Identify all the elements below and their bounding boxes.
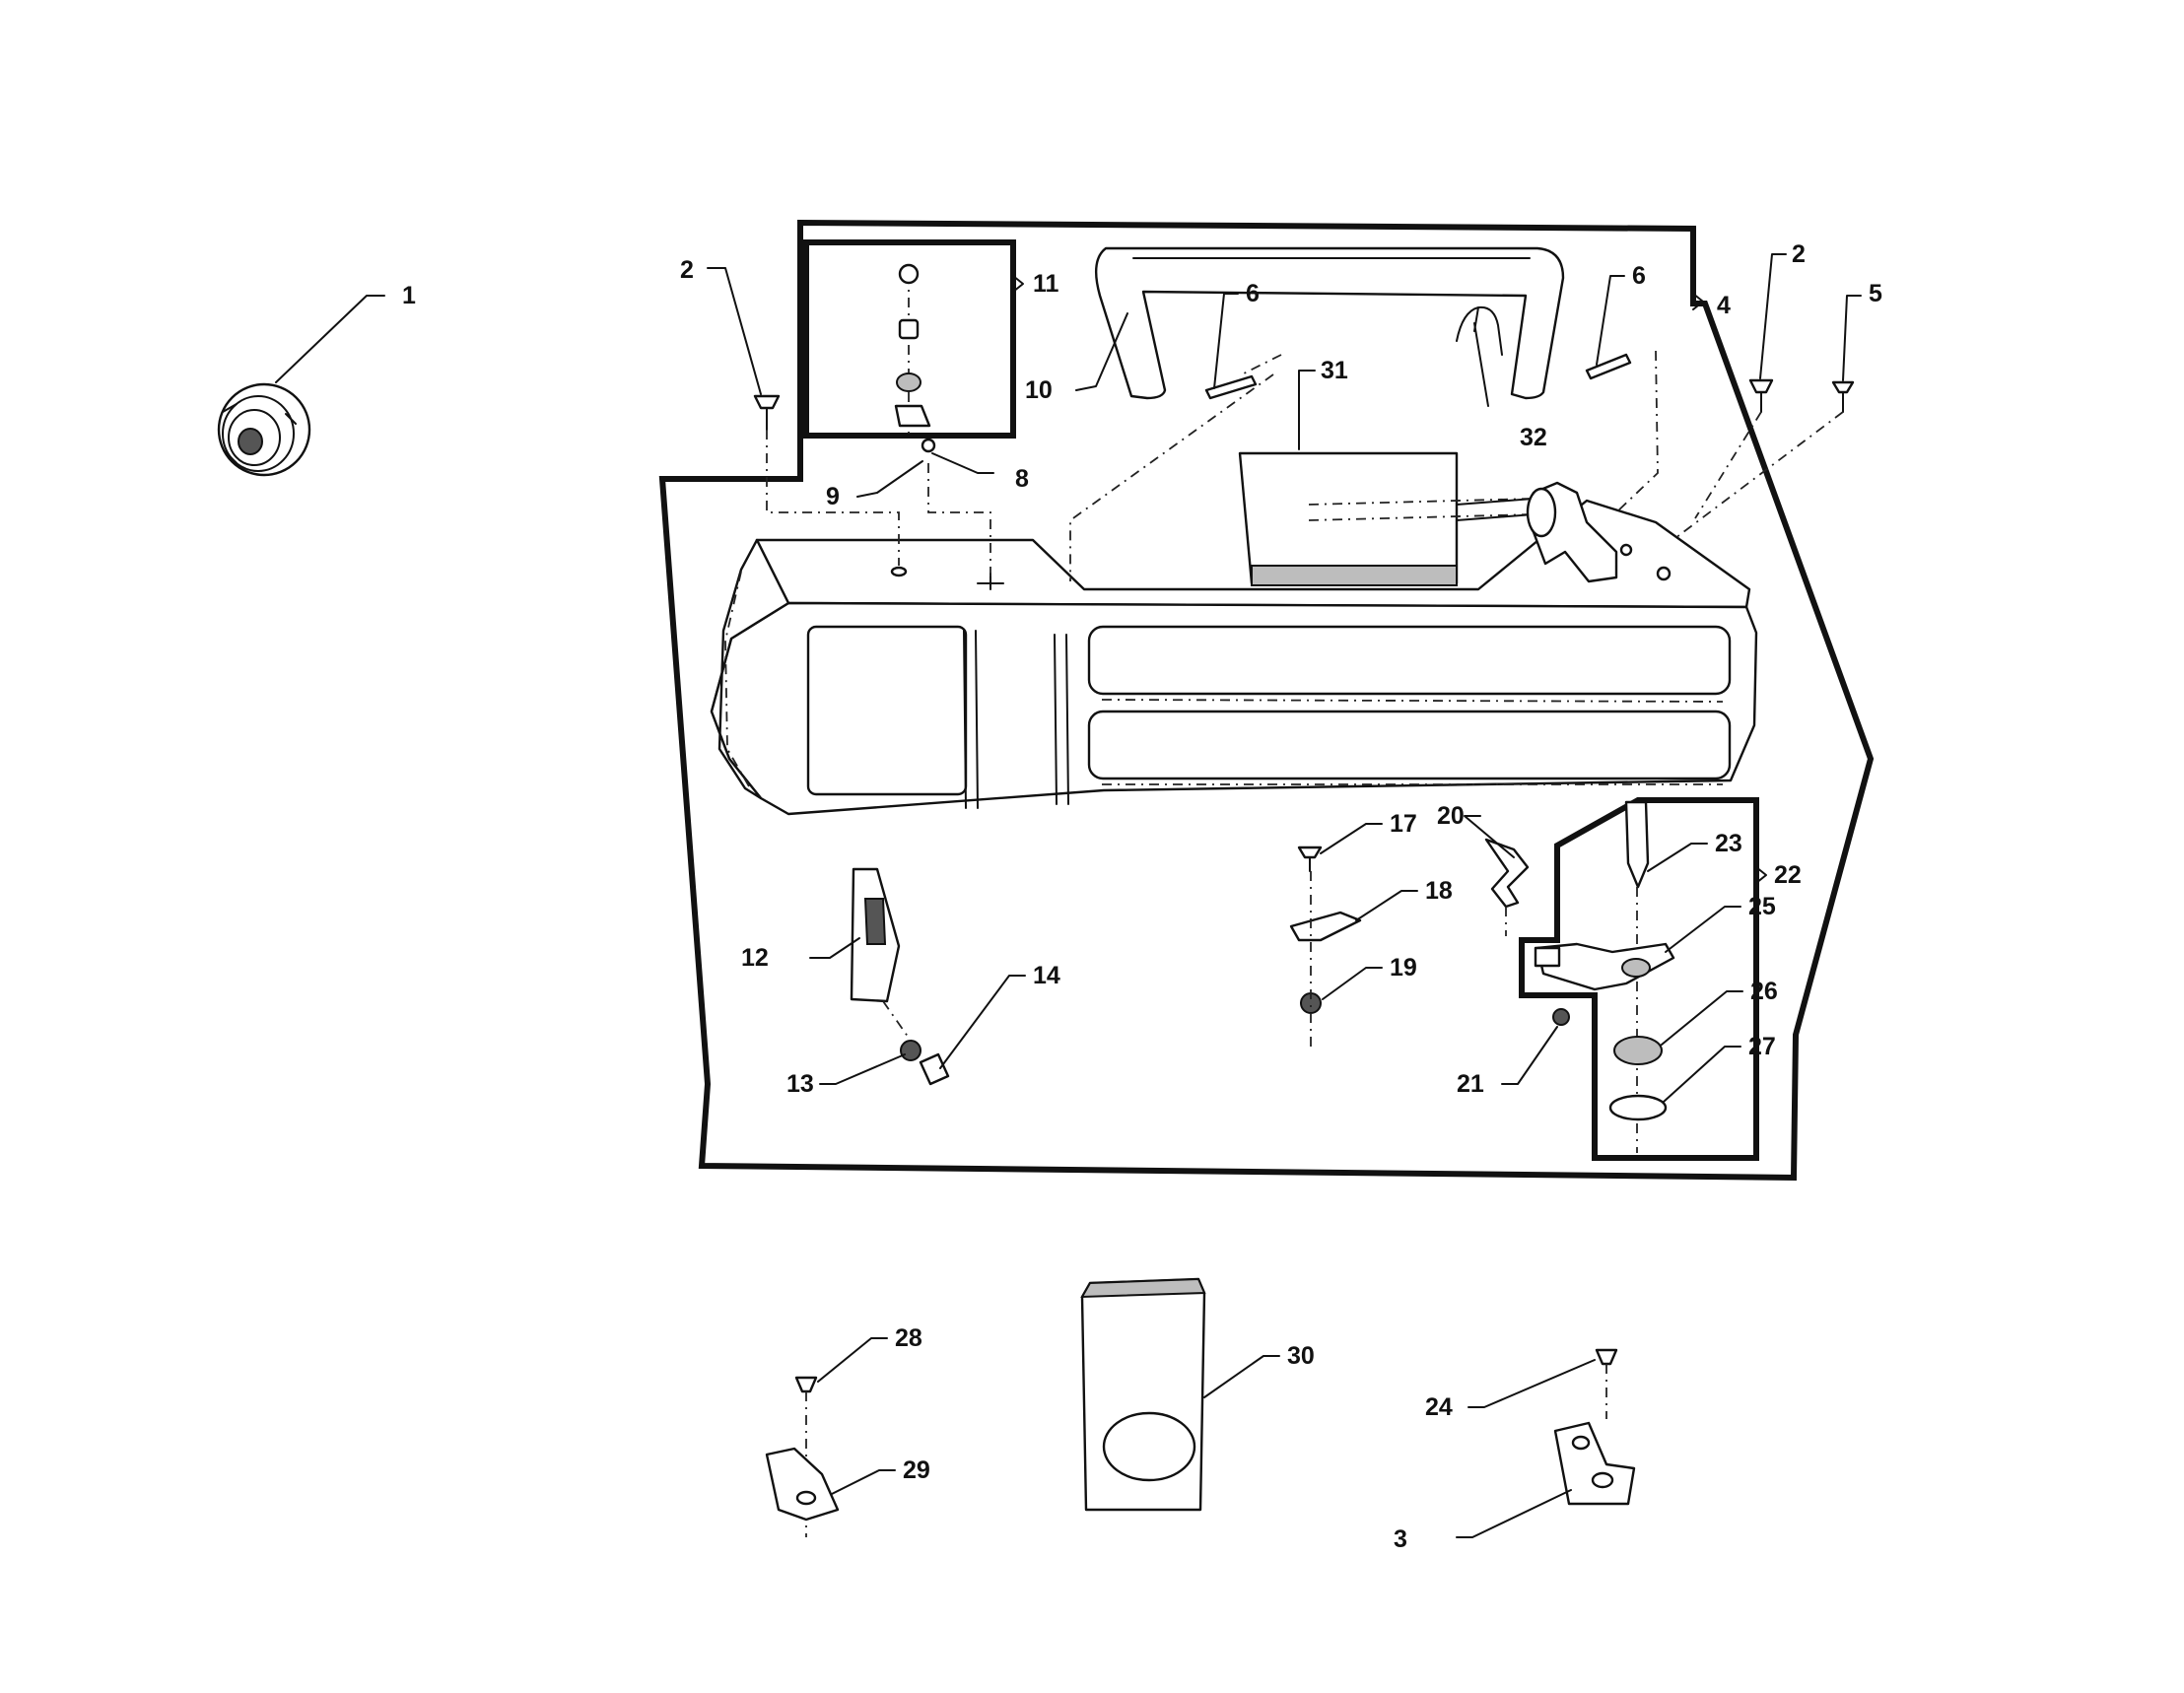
handle-10 bbox=[1094, 246, 1565, 400]
callout-20: 20 bbox=[1437, 802, 1465, 830]
screw-14 bbox=[919, 1052, 950, 1086]
screw-17 bbox=[1297, 846, 1323, 872]
callout-11: 11 bbox=[1033, 270, 1059, 298]
screw-5 bbox=[1831, 380, 1855, 413]
callout-28: 28 bbox=[895, 1324, 922, 1352]
bracket-29 bbox=[765, 1447, 840, 1522]
assembly-frame-outline bbox=[658, 219, 1875, 1182]
callout-6-left: 6 bbox=[1246, 280, 1260, 307]
callout-labels: 1 2 2 3 4 5 6 6 8 9 10 11 12 13 14 17 18… bbox=[402, 240, 1882, 1553]
callout-18: 18 bbox=[1425, 877, 1453, 905]
callout-6-right: 6 bbox=[1632, 262, 1646, 290]
pin-6-right bbox=[1585, 353, 1632, 380]
callout-13: 13 bbox=[786, 1070, 814, 1098]
washer-27 bbox=[1608, 1094, 1668, 1121]
inset-box-11 bbox=[803, 239, 1016, 439]
clip-20 bbox=[1484, 838, 1530, 909]
bracket-3 bbox=[1553, 1421, 1636, 1506]
cam-25 bbox=[1534, 942, 1675, 991]
inset-box-22 bbox=[1519, 797, 1759, 1161]
callout-32: 32 bbox=[1520, 424, 1547, 451]
callout-4: 4 bbox=[1717, 292, 1731, 319]
nut-13 bbox=[900, 1040, 921, 1061]
callout-31: 31 bbox=[1321, 357, 1348, 384]
screw-2-left bbox=[753, 394, 781, 431]
callout-10: 10 bbox=[1025, 376, 1053, 404]
callout-12: 12 bbox=[741, 944, 769, 972]
callout-5: 5 bbox=[1869, 280, 1882, 307]
inset-11-hardware bbox=[894, 263, 936, 453]
callout-2-right: 2 bbox=[1792, 240, 1806, 268]
box-31 bbox=[1238, 451, 1535, 586]
callout-19: 19 bbox=[1390, 954, 1417, 982]
pin-6-left bbox=[1204, 374, 1258, 400]
screw-24 bbox=[1595, 1348, 1618, 1419]
callout-9: 9 bbox=[826, 483, 840, 510]
callout-27: 27 bbox=[1748, 1033, 1776, 1060]
cover-plate-30 bbox=[1080, 1277, 1206, 1512]
callout-8: 8 bbox=[1015, 465, 1029, 493]
knob-1 bbox=[217, 382, 311, 477]
latch-12 bbox=[850, 867, 901, 1003]
callout-1: 1 bbox=[402, 282, 416, 309]
callout-2-left: 2 bbox=[680, 256, 694, 284]
leader-lines bbox=[275, 253, 1862, 1538]
assembly-lines bbox=[766, 350, 1844, 581]
inset-bracket-11 bbox=[1012, 275, 1024, 293]
screw-2-right bbox=[1748, 378, 1774, 413]
top-hinge-bracket bbox=[1526, 481, 1672, 583]
callout-25: 25 bbox=[1748, 893, 1776, 920]
callout-24: 24 bbox=[1425, 1393, 1453, 1421]
bracket-18 bbox=[1289, 911, 1362, 942]
inset-bracket-22 bbox=[1755, 866, 1767, 884]
callout-30: 30 bbox=[1287, 1342, 1315, 1370]
callout-3: 3 bbox=[1394, 1525, 1407, 1553]
callout-17: 17 bbox=[1390, 810, 1417, 838]
callout-23: 23 bbox=[1715, 830, 1742, 857]
callout-22: 22 bbox=[1774, 861, 1802, 889]
callout-29: 29 bbox=[903, 1456, 930, 1484]
callout-14: 14 bbox=[1033, 962, 1060, 989]
cabinet-body bbox=[710, 499, 1758, 816]
spacer-26 bbox=[1613, 1036, 1663, 1065]
callout-21: 21 bbox=[1457, 1070, 1484, 1098]
frame-bracket-4 bbox=[1692, 293, 1704, 310]
callout-26: 26 bbox=[1750, 978, 1778, 1005]
nut-21 bbox=[1552, 1008, 1570, 1026]
